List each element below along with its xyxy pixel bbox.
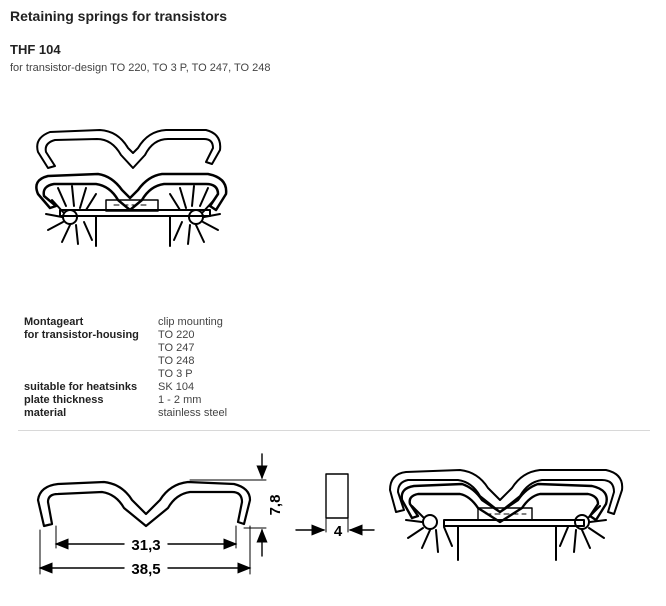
assembled-spring xyxy=(389,469,624,515)
spec-value: TO 220 xyxy=(158,329,195,341)
spec-key: plate thickness xyxy=(24,394,104,406)
spec-value: stainless steel xyxy=(158,407,228,419)
dim-outer-width: 38,5 xyxy=(131,561,160,578)
heatsink-body xyxy=(35,172,228,212)
screw-hole-left xyxy=(62,209,78,225)
transistor-block xyxy=(105,199,159,212)
spec-row: TO 247 xyxy=(22,342,231,355)
spring-clip-shape xyxy=(36,129,222,169)
plate-thickness-block xyxy=(325,473,349,519)
spec-row: Montageart clip mounting xyxy=(22,316,231,329)
assembled-heatsink xyxy=(400,482,608,524)
spec-key: material xyxy=(24,407,67,419)
dim-height: 7,8 xyxy=(267,495,284,516)
spec-value: clip mounting xyxy=(158,316,223,328)
specs-table: Montageart clip mounting for transistor-… xyxy=(22,316,231,420)
product-description: for transistor-design TO 220, TO 3 P, TO… xyxy=(10,62,271,74)
spec-row: TO 248 xyxy=(22,355,231,368)
spec-value: TO 247 xyxy=(158,342,195,354)
screw-hole-right xyxy=(188,209,204,225)
page-title: Retaining springs for transistors xyxy=(10,8,228,24)
spec-row: material stainless steel xyxy=(22,407,231,420)
spec-key: suitable for heatsinks xyxy=(24,381,138,393)
spec-value: TO 248 xyxy=(158,355,195,367)
product-name: THF 104 xyxy=(10,42,61,57)
spec-value: SK 104 xyxy=(158,381,195,393)
spec-row: plate thickness 1 - 2 mm xyxy=(22,394,231,407)
spec-row: TO 3 P xyxy=(22,368,231,381)
spring-profile xyxy=(36,480,252,528)
dim-inner-width: 31,3 xyxy=(131,537,160,554)
divider xyxy=(18,430,650,431)
spec-key: for transistor-housing xyxy=(24,329,139,341)
heatsink-base xyxy=(59,209,211,217)
spec-row: for transistor-housing TO 220 xyxy=(22,329,231,342)
spec-value: 1 - 2 mm xyxy=(158,394,202,406)
spec-row: suitable for heatsinks SK 104 xyxy=(22,381,231,394)
dim-thickness: 4 xyxy=(334,523,343,540)
spec-value: TO 3 P xyxy=(158,368,193,380)
assembled-transistor xyxy=(477,507,533,521)
spec-key: Montageart xyxy=(24,316,84,328)
